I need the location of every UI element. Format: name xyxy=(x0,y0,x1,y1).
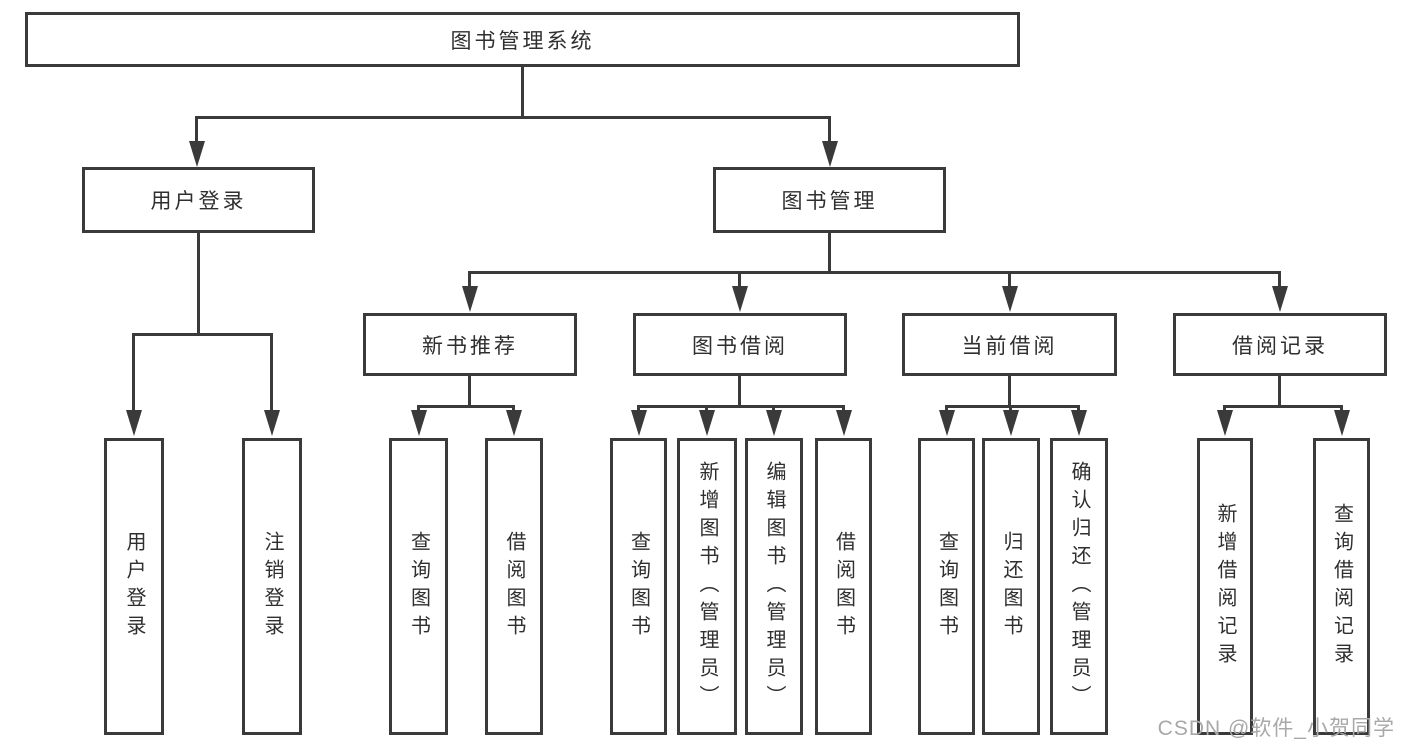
node-new-book-recommend: 新书推荐 xyxy=(363,313,577,376)
connector-line xyxy=(1008,271,1011,288)
connector-line xyxy=(195,116,198,144)
leaf-confirm-return-admin: 确认归还（管理员） xyxy=(1050,438,1108,735)
arrowhead-down-icon xyxy=(1217,410,1233,436)
connector-line xyxy=(1077,405,1080,412)
leaf-label: 查询图书 xyxy=(627,530,650,643)
node-book-borrow: 图书借阅 xyxy=(633,313,847,376)
leaf-query-books-current: 查询图书 xyxy=(918,438,975,735)
leaf-query-books-recommend: 查询图书 xyxy=(389,438,448,735)
connector-line xyxy=(1009,405,1012,412)
connector-line xyxy=(468,271,471,288)
leaf-return-books: 归还图书 xyxy=(982,438,1040,735)
leaf-label: 新增借阅记录 xyxy=(1214,502,1236,671)
arrowhead-down-icon xyxy=(822,141,838,167)
connector-line xyxy=(270,333,273,412)
node-current-borrow: 当前借阅 xyxy=(902,313,1117,376)
arrowhead-down-icon xyxy=(1334,410,1350,436)
connector-line xyxy=(197,232,200,335)
csdn-watermark: CSDN @软件_小贺同学 xyxy=(1157,717,1395,740)
connector-line xyxy=(637,405,640,412)
arrowhead-down-icon xyxy=(189,141,205,167)
connector-line xyxy=(512,405,515,412)
connector-line xyxy=(1278,375,1281,407)
arrowhead-down-icon xyxy=(462,286,478,312)
leaf-label: 借阅图书 xyxy=(503,530,525,643)
connector-line xyxy=(738,375,741,407)
leaf-label: 用户登录 xyxy=(123,530,145,643)
connector-line xyxy=(772,405,775,412)
connector-line xyxy=(417,405,420,412)
leaf-label: 查询图书 xyxy=(935,530,958,643)
connector-line xyxy=(521,66,524,118)
arrowhead-down-icon xyxy=(732,286,748,312)
node-library-system: 图书管理系统 xyxy=(25,12,1020,67)
arrowhead-down-icon xyxy=(1272,286,1288,312)
connector-line xyxy=(842,405,845,412)
connector-line xyxy=(468,271,1281,274)
arrowhead-down-icon xyxy=(631,410,647,436)
leaf-borrow-books-recommend: 借阅图书 xyxy=(485,438,543,735)
connector-line xyxy=(468,375,471,407)
connector-line xyxy=(1223,405,1226,412)
node-borrow-records: 借阅记录 xyxy=(1173,313,1387,376)
leaf-borrow-books: 借阅图书 xyxy=(815,438,872,735)
arrowhead-down-icon xyxy=(699,410,715,436)
leaf-query-books-borrow: 查询图书 xyxy=(610,438,667,735)
connector-line xyxy=(1278,271,1281,288)
node-book-management: 图书管理 xyxy=(713,167,946,233)
connector-line xyxy=(828,232,831,273)
arrowhead-down-icon xyxy=(1002,286,1018,312)
connector-line xyxy=(705,405,708,412)
arrowhead-down-icon xyxy=(836,410,852,436)
leaf-label: 归还图书 xyxy=(1000,530,1022,643)
leaf-label: 新增图书（管理员） xyxy=(696,460,718,713)
leaf-add-books-admin: 新增图书（管理员） xyxy=(677,438,737,735)
arrowhead-down-icon xyxy=(939,410,955,436)
connector-line xyxy=(196,116,831,119)
arrowhead-down-icon xyxy=(1003,410,1019,436)
connector-line xyxy=(1008,375,1011,407)
leaf-label: 查询图书 xyxy=(407,530,430,643)
leaf-label: 确认归还（管理员） xyxy=(1068,460,1090,713)
connector-line xyxy=(132,333,135,412)
arrowhead-down-icon xyxy=(506,410,522,436)
arrowhead-down-icon xyxy=(1071,410,1087,436)
leaf-label: 借阅图书 xyxy=(832,530,855,643)
leaf-label: 注销登录 xyxy=(261,530,283,643)
connector-line xyxy=(945,405,948,412)
leaf-add-borrow-record: 新增借阅记录 xyxy=(1197,438,1253,735)
leaf-label: 编辑图书（管理员） xyxy=(763,460,785,713)
connector-line xyxy=(738,271,741,288)
connector-line xyxy=(1223,405,1343,408)
arrowhead-down-icon xyxy=(264,410,280,436)
connector-line xyxy=(1340,405,1343,412)
node-user-login: 用户登录 xyxy=(82,167,315,233)
connector-line xyxy=(417,405,515,408)
arrowhead-down-icon xyxy=(411,410,427,436)
leaf-query-borrow-record: 查询借阅记录 xyxy=(1313,438,1370,735)
connector-line xyxy=(132,333,273,336)
leaf-user-login: 用户登录 xyxy=(104,438,164,735)
arrowhead-down-icon xyxy=(766,410,782,436)
leaf-label: 查询借阅记录 xyxy=(1330,502,1353,671)
leaf-edit-books-admin: 编辑图书（管理员） xyxy=(745,438,803,735)
leaf-logout: 注销登录 xyxy=(242,438,302,735)
connector-line xyxy=(637,405,845,408)
arrowhead-down-icon xyxy=(126,410,142,436)
connector-line xyxy=(828,116,831,144)
connector-line xyxy=(945,405,1080,408)
